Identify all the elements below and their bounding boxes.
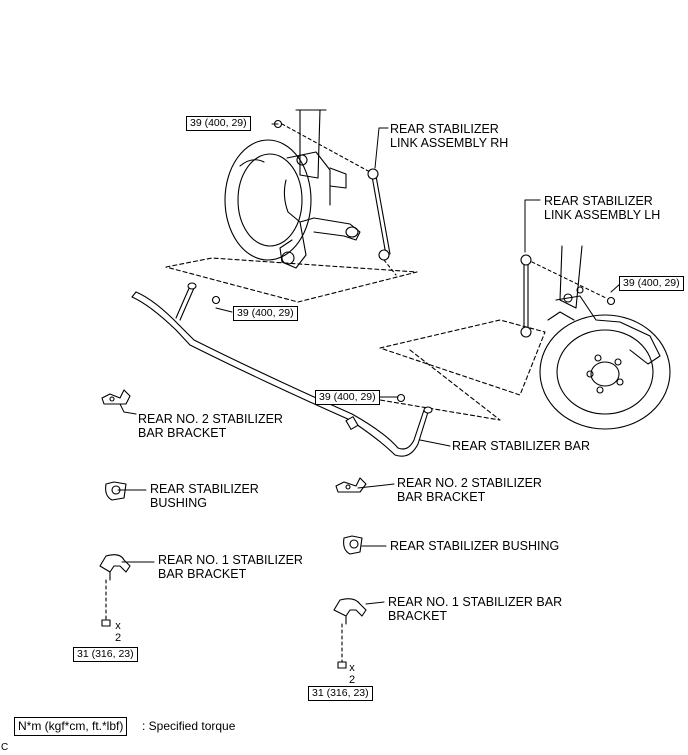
stabilizer-link-rh	[273, 119, 391, 261]
legend-description: : Specified torque	[142, 719, 236, 733]
torque-bar-link-lh: 39 (400, 29)	[315, 390, 380, 405]
legend-unit-box: N*m (kgf*cm, ft.*lbf)	[14, 717, 128, 736]
label-link-assembly-rh: REAR STABILIZER LINK ASSEMBLY RH	[390, 122, 509, 150]
bolt-quantity-left: x 2	[114, 620, 122, 644]
stabilizer-link-lh	[520, 254, 616, 338]
bracket-no1-left-part	[99, 554, 131, 627]
ground-plane-rh	[165, 257, 418, 303]
label-no1-bracket-right: REAR NO. 1 STABILIZER BAR BRACKET	[388, 595, 563, 623]
bracket-no1-right-part	[333, 598, 367, 669]
leader-lines	[117, 123, 621, 605]
bushing-left-part	[105, 481, 127, 501]
label-stabilizer-bar: REAR STABILIZER BAR	[452, 439, 590, 453]
bushing-right-part	[343, 535, 363, 555]
label-no2-bracket-right: REAR NO. 2 STABILIZER BAR BRACKET	[397, 476, 542, 504]
torque-bracket-right: 31 (316, 23)	[308, 686, 373, 701]
bracket-no2-left-part	[101, 389, 131, 405]
corner-mark: C	[1, 742, 9, 753]
rh-knuckle-assembly	[224, 109, 361, 269]
ground-plane-lh	[379, 319, 546, 396]
label-no1-bracket-left: REAR NO. 1 STABILIZER BAR BRACKET	[158, 553, 303, 581]
bracket-no2-right-part	[335, 477, 367, 493]
label-bushing-right: REAR STABILIZER BUSHING	[390, 539, 560, 553]
torque-rh-link-upper: 39 (400, 29)	[186, 116, 251, 131]
torque-rh-link-lower: 39 (400, 29)	[233, 306, 298, 321]
label-link-assembly-lh: REAR STABILIZER LINK ASSEMBLY LH	[544, 194, 661, 222]
torque-lh-link-upper: 39 (400, 29)	[619, 276, 684, 291]
label-no2-bracket-left: REAR NO. 2 STABILIZER BAR BRACKET	[138, 412, 283, 440]
torque-bracket-left: 31 (316, 23)	[73, 647, 138, 662]
label-bushing-left: REAR STABILIZER BUSHING	[150, 482, 259, 510]
lh-brake-assembly	[539, 245, 671, 430]
bolt-quantity-right: x 2	[348, 662, 356, 686]
